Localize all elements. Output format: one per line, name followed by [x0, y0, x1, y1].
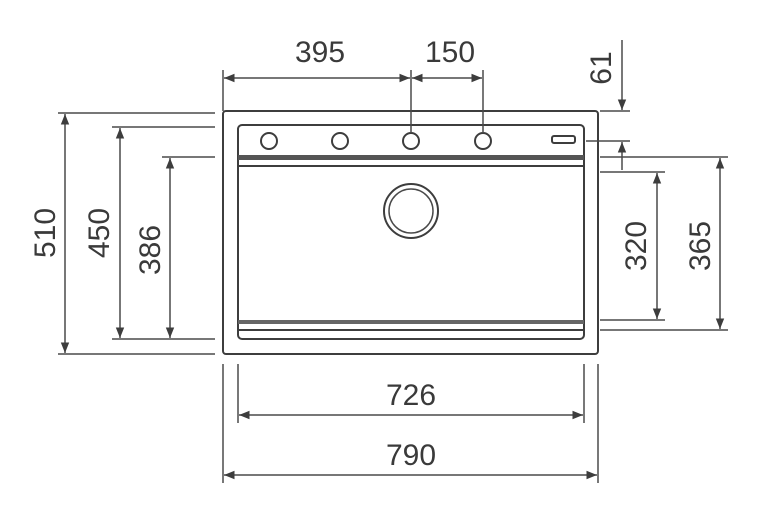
label-790: 790 — [386, 439, 436, 472]
dimension-left: 510 450 386 — [29, 112, 215, 355]
drain — [383, 183, 439, 239]
tap-hole — [402, 132, 420, 150]
dimension-right: 320 365 — [600, 158, 728, 331]
label-395: 395 — [295, 36, 345, 69]
tap-holes — [260, 132, 576, 150]
label-150: 150 — [425, 36, 475, 69]
dimension-hole-offset: 395 150 — [222, 36, 484, 133]
label-61: 61 — [585, 51, 618, 84]
tap-hole — [260, 132, 278, 150]
label-726: 726 — [386, 379, 436, 412]
tap-hole — [474, 132, 492, 150]
dimension-top-offset: 61 — [585, 40, 728, 170]
dimension-bottom: 726 790 — [222, 364, 599, 483]
label-320: 320 — [620, 221, 653, 271]
overflow-slot — [551, 135, 576, 144]
label-386: 386 — [134, 225, 167, 275]
label-365: 365 — [684, 221, 717, 271]
label-450: 450 — [83, 208, 116, 258]
label-510: 510 — [29, 208, 62, 258]
tap-hole — [331, 132, 349, 150]
